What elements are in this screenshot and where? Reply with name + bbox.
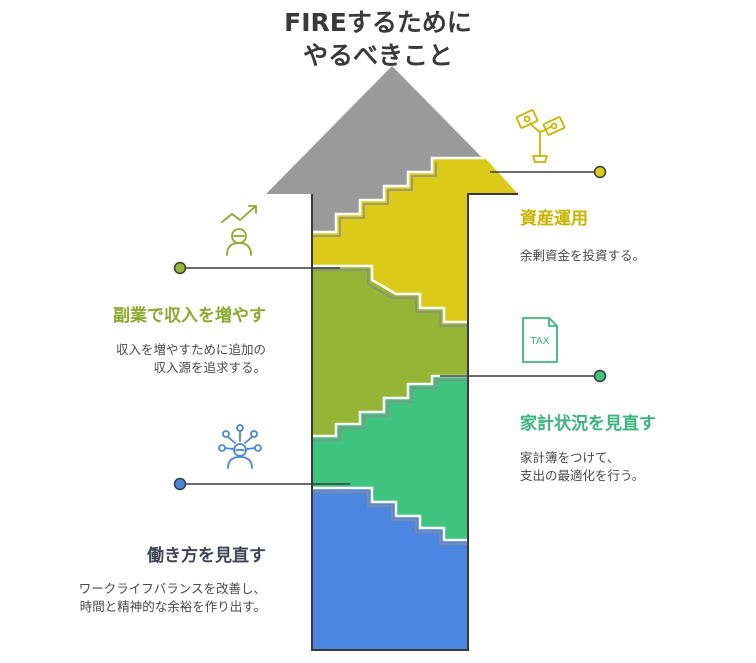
work-style-heading: 働き方を見直す [147,546,266,566]
household-description-line: 支出の最適化を行う。 [520,468,645,483]
side-income-description: 収入を増やすために追加の 収入源を追求する。 [116,341,266,377]
household-heading: 家計状況を見直す [520,414,656,434]
title-line-1: FIREするために [284,8,472,37]
band-household [312,376,468,540]
household-description: 家計簿をつけて、 支出の最適化を行う。 [520,449,644,485]
side-income-description-line: 収入源を追求する。 [153,360,266,375]
network-person-icon [218,424,262,469]
tax-document-icon: TAX [522,317,558,363]
asset-description: 余剰資金を投資する。 [520,247,645,265]
arrow-outline [311,193,518,651]
growth-person-icon [221,205,257,256]
connectors [173,165,607,491]
work-style-description: ワークライフバランスを改善し、 時間と精神的な余裕を作り出す。 [79,580,266,616]
money-plant-icon [515,109,566,163]
asset-heading: 資産運用 [520,209,588,229]
asset-description-line: 余剰資金を投資する。 [520,248,646,263]
step-edges [312,156,485,545]
connector-dot-asset [593,165,607,179]
connector-dot-household [593,369,607,383]
side-income-heading: 副業で収入を増やす [113,306,266,326]
connector-dot-work-style [173,477,187,491]
household-description-line: 家計簿をつけて、 [520,450,620,465]
work-style-description-line: 時間と精神的な余裕を作り出す。 [79,599,266,614]
side-income-description-line: 収入を増やすために追加の [115,342,266,357]
work-style-description-line: ワークライフバランスを改善し、 [78,581,266,596]
title-line-2: やるべきこと [302,41,453,70]
connector-dot-side-income [173,261,187,275]
diagram-title: FIREするために やるべきこと [228,6,528,72]
svg-text:TAX: TAX [529,336,549,347]
band-asset [312,158,518,322]
